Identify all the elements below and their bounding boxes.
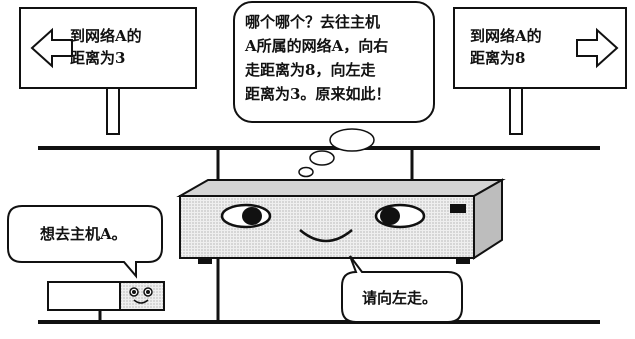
host-speech-bubble-shape [7, 205, 163, 279]
right-sign-line1: 到网络A的 [470, 27, 542, 45]
router-speech-text: 请向左走。 [362, 289, 438, 307]
router-top-face [176, 179, 506, 197]
router-front-face [179, 195, 475, 259]
host-speech-bubble [7, 205, 163, 279]
right-sign-line2: 距离为8 [470, 49, 526, 67]
host-face-panel [119, 281, 165, 311]
thought-line-3: 走距离为8，向左走 [245, 61, 376, 79]
thought-bubble [233, 1, 435, 178]
router [176, 178, 506, 264]
thought-puff-small [298, 166, 314, 178]
router-indicator-light [450, 204, 466, 213]
left-signpost-pole [106, 85, 120, 135]
thought-line-1: 哪个哪个？去往主机 [245, 13, 381, 31]
right-signpost-pole [509, 85, 523, 135]
arrow-left-icon [30, 27, 73, 69]
host-mouth [133, 299, 149, 304]
thought-bubble-box [233, 1, 435, 123]
router-foot-left [198, 258, 212, 264]
thought-line-2: A所属的网络A，向右 [245, 37, 389, 55]
router-speech-bubble [341, 255, 463, 323]
host-pupil-left [132, 290, 136, 294]
router-speech-bubble-shape [341, 255, 463, 323]
host-computer [47, 281, 165, 311]
thought-puff-medium [309, 150, 335, 166]
router-mouth [299, 229, 353, 243]
thought-line-4: 距离为3。原来如此！ [245, 85, 391, 103]
arrow-right-icon [576, 27, 619, 69]
router-pupil-right [380, 207, 400, 225]
left-sign-line1: 到网络A的 [70, 27, 142, 45]
host-speech-text: 想去主机A。 [40, 225, 127, 243]
left-signpost [19, 7, 197, 135]
thought-puff-large [329, 128, 375, 152]
left-sign-line2: 距离为3 [70, 49, 126, 67]
right-signpost [453, 7, 627, 135]
router-pupil-left [242, 207, 262, 225]
router-face [220, 203, 426, 243]
router-foot-right [456, 258, 470, 264]
host-pupil-right [146, 290, 150, 294]
